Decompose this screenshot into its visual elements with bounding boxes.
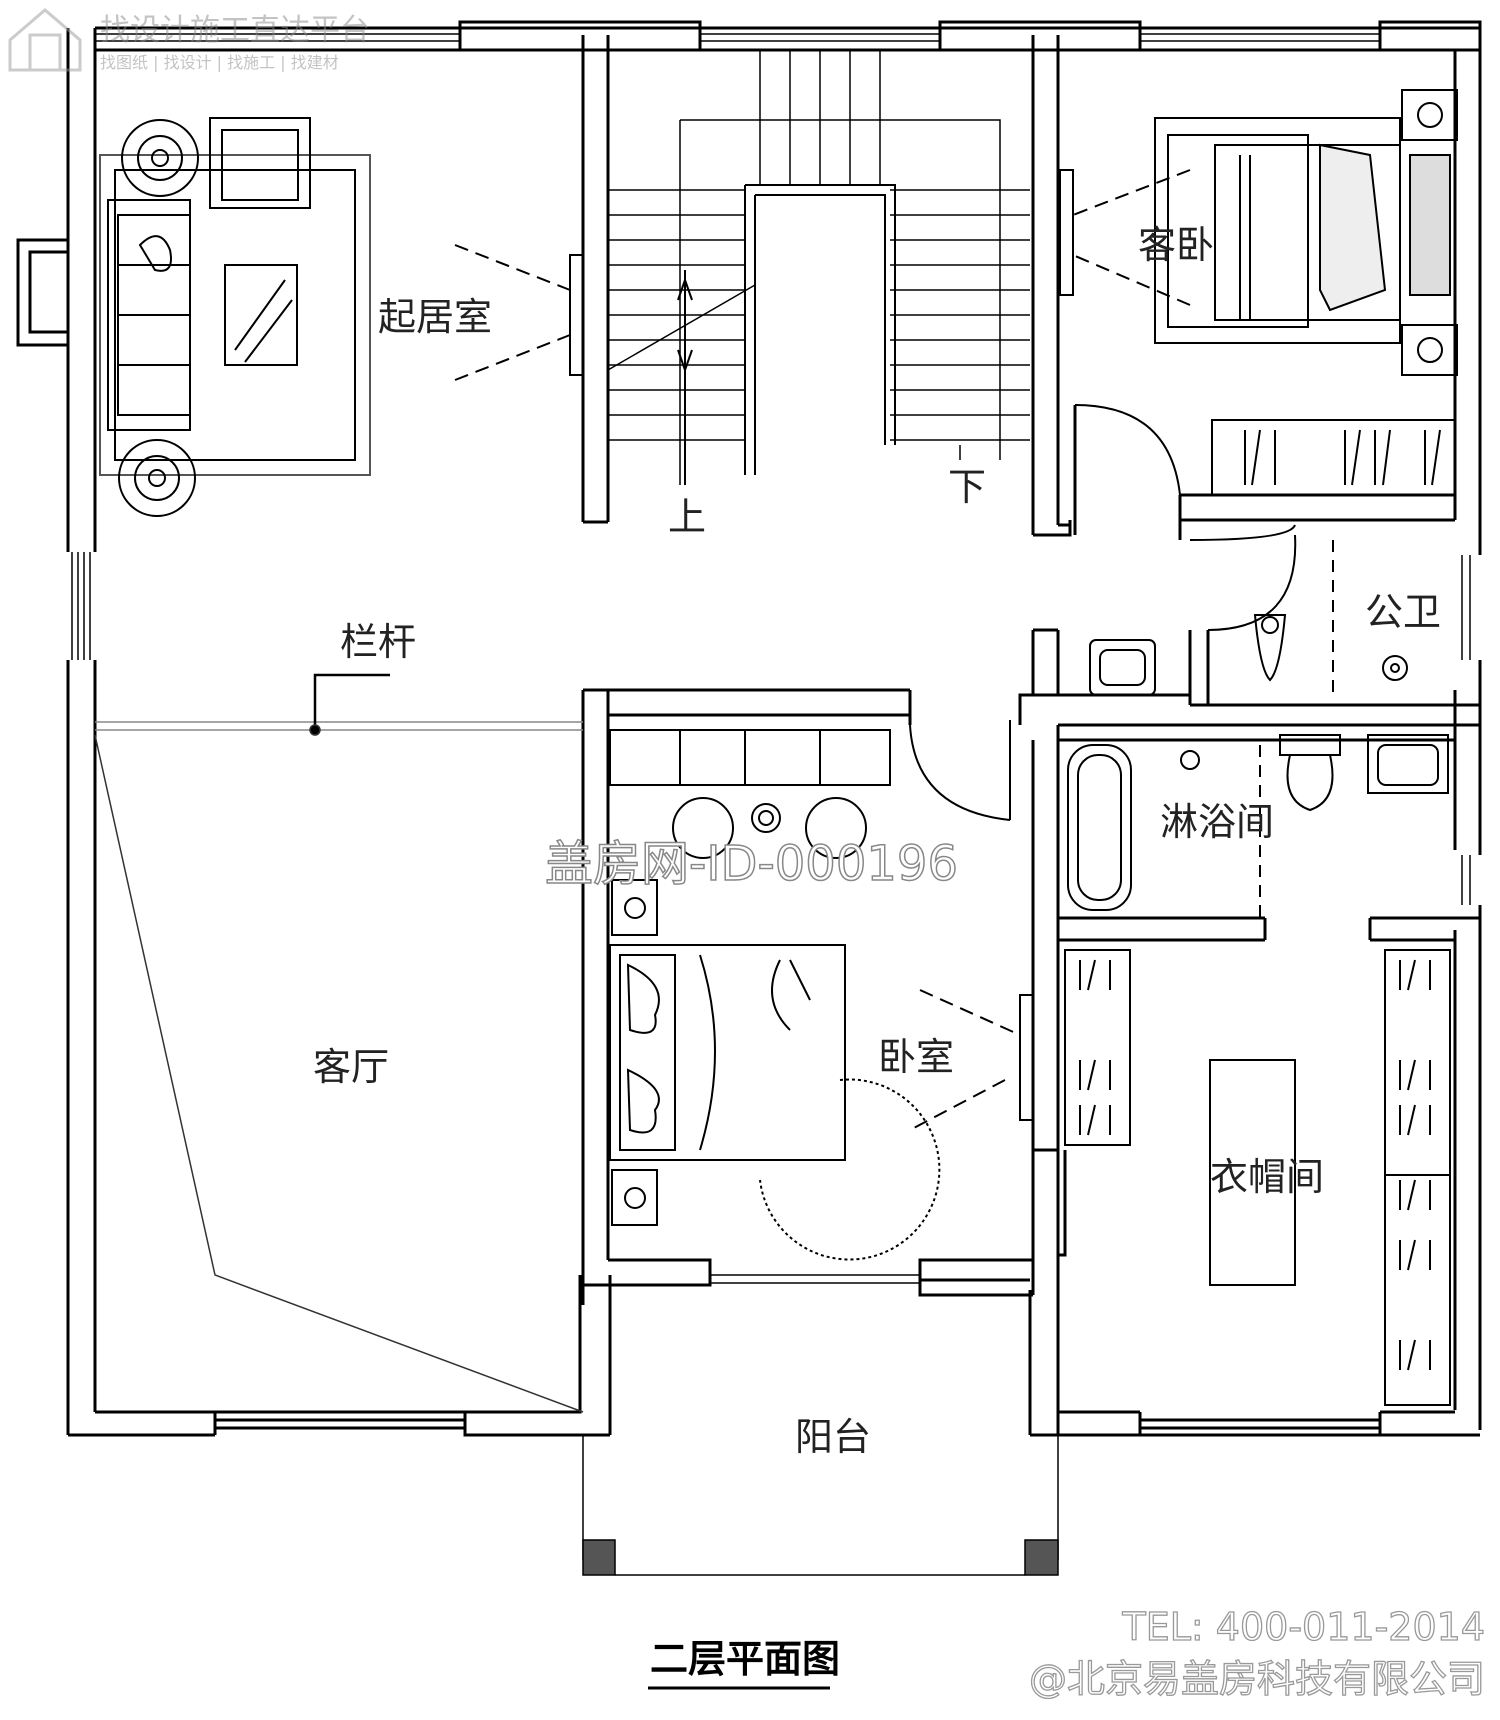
living-room-furniture xyxy=(99,117,371,517)
railing-and-void xyxy=(94,673,584,1413)
label-stair-down: 下 xyxy=(948,465,986,509)
brand-logo: 找设计施工直达平台 找图纸 | 找设计 | 找施工 | 找建材 xyxy=(8,8,370,72)
bathroom-fixtures xyxy=(1067,614,1449,911)
watermark-id: 盖房网-ID-000196 xyxy=(545,836,958,892)
balcony xyxy=(582,1435,1059,1576)
label-bedroom: 卧室 xyxy=(878,1035,954,1079)
label-living-room-upper: 起居室 xyxy=(378,295,492,339)
label-guest-bedroom: 客卧 xyxy=(1138,223,1214,267)
contact-tel: TEL: 400-011-2014 xyxy=(1122,1605,1485,1649)
left-wall-niche xyxy=(16,238,70,347)
label-stair-up: 上 xyxy=(668,495,706,539)
label-wardrobe-room: 衣帽间 xyxy=(1210,1155,1324,1199)
guest-bedroom-furniture xyxy=(1154,89,1458,496)
contact-company: @北京易盖房科技有限公司 xyxy=(1029,1657,1485,1701)
bedroom-furniture xyxy=(609,729,941,1261)
logo-name: 找设计施工直达平台 xyxy=(100,13,370,48)
view-lines xyxy=(454,169,1191,1131)
label-living-hall: 客厅 xyxy=(313,1045,389,1089)
drawing-title: 二层平面图 xyxy=(650,1637,840,1681)
label-public-bathroom: 公卫 xyxy=(1365,590,1441,634)
doors xyxy=(569,169,1334,1121)
walls xyxy=(66,20,1482,1437)
label-shower-room: 淋浴间 xyxy=(1160,800,1274,844)
logo-tagline: 找图纸 | 找设计 | 找施工 | 找建材 xyxy=(100,53,339,72)
wardrobe-furniture xyxy=(1064,949,1451,1406)
staircase xyxy=(607,50,1030,485)
label-balcony: 阳台 xyxy=(795,1415,871,1459)
label-railing: 栏杆 xyxy=(340,620,416,664)
